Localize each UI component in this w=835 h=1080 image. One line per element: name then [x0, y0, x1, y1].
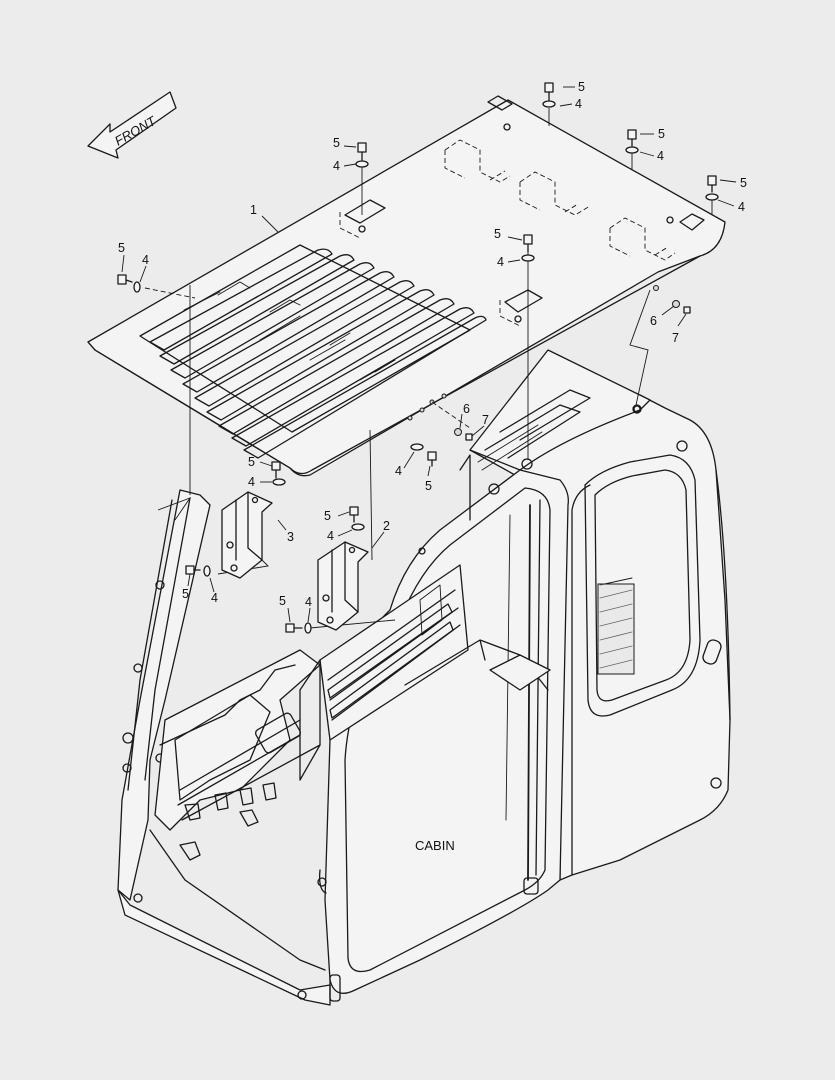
callout-5: 5 [248, 455, 255, 469]
fasteners [117, 82, 719, 634]
bracket-part-2 [317, 541, 369, 631]
callout-5: 5 [578, 80, 585, 94]
cabin-label: CABIN [415, 838, 455, 853]
callout-4: 4 [248, 475, 255, 489]
callout-labels: 1 2 3 4 4 4 4 4 4 4 4 4 4 4 5 5 5 5 5 5 … [118, 80, 747, 853]
callout-2: 2 [383, 519, 390, 533]
callout-4: 4 [657, 149, 664, 163]
callout-5: 5 [324, 509, 331, 523]
callout-4: 4 [497, 255, 504, 269]
callout-4: 4 [142, 253, 149, 267]
callout-7: 7 [482, 413, 489, 427]
callout-4: 4 [305, 595, 312, 609]
bracket-part-3 [221, 491, 273, 579]
callout-5: 5 [658, 127, 665, 141]
callout-5: 5 [494, 227, 501, 241]
callout-3: 3 [287, 530, 294, 544]
roof-panel [87, 95, 726, 477]
bolt-icon [117, 82, 717, 633]
callout-4: 4 [395, 464, 402, 478]
callout-5: 5 [182, 587, 189, 601]
callout-4: 4 [333, 159, 340, 173]
roof-vent-louvers [149, 248, 487, 459]
front-direction-arrow: FRONT [87, 91, 177, 159]
callout-6: 6 [463, 402, 470, 416]
assembly-lines [144, 108, 713, 629]
washer-icon [133, 100, 719, 634]
callout-4: 4 [327, 529, 334, 543]
callout-7: 7 [672, 331, 679, 345]
callout-4: 4 [575, 97, 582, 111]
callout-5: 5 [279, 594, 286, 608]
callout-leaders [121, 86, 737, 623]
callout-6: 6 [650, 314, 657, 328]
callout-4: 4 [211, 591, 218, 605]
callout-5: 5 [740, 176, 747, 190]
callout-1: 1 [250, 203, 257, 217]
callout-5: 5 [118, 241, 125, 255]
callout-5: 5 [425, 479, 432, 493]
callout-4: 4 [738, 200, 745, 214]
cabin-frame [117, 349, 731, 1006]
callout-5: 5 [333, 136, 340, 150]
